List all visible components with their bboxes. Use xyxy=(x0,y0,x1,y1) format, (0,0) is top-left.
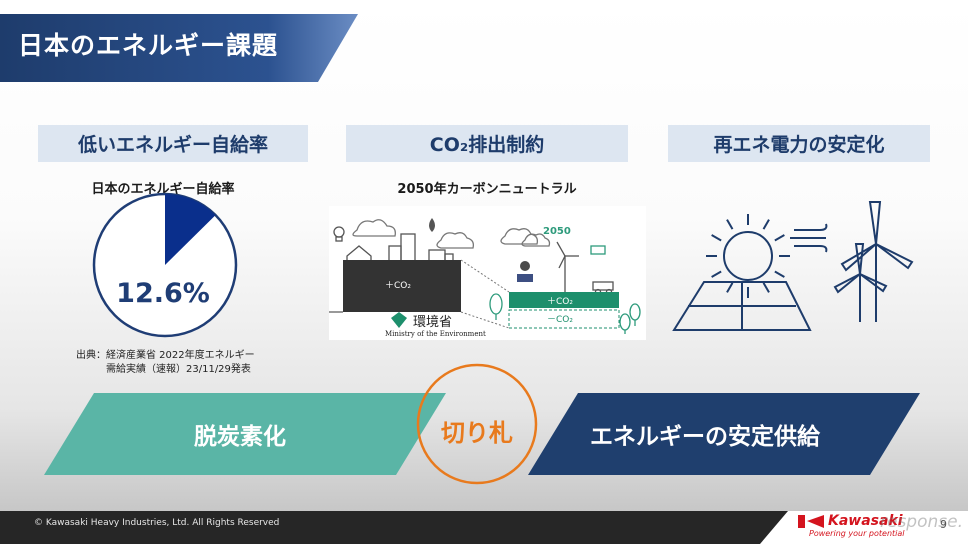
ministry-name-en: Ministry of the Environment xyxy=(385,330,486,338)
ministry-name-jp: 環境省 xyxy=(413,315,452,330)
page-title: 日本のエネルギー課題 xyxy=(18,31,279,60)
ministry-logo-icon xyxy=(391,312,407,328)
decarbonization-band xyxy=(44,393,446,475)
battery-icon xyxy=(590,245,606,255)
sun-ray xyxy=(762,282,770,293)
key-circle xyxy=(416,363,538,485)
co2-heading: 2050年カーボンニュートラル xyxy=(397,182,577,197)
decarbonization-label: 脱炭素化 xyxy=(194,424,286,450)
watermark: response. xyxy=(880,512,963,532)
pie-slice-0 xyxy=(165,194,216,265)
sun-ray xyxy=(774,234,785,242)
lightbulb-icon xyxy=(333,226,345,242)
energy-supply-label: エネルギーの安定供給 xyxy=(590,424,820,450)
tab-co2-limit: CO₂排出制約 xyxy=(346,125,628,162)
brand-name: Kawasaki xyxy=(828,513,903,529)
solar-panel-small-icon xyxy=(517,261,533,282)
chart-title: 日本のエネルギー自給率 xyxy=(91,182,235,197)
tab-self-sufficiency: 低いエネルギー自給率 xyxy=(38,125,308,162)
flame-icon xyxy=(429,218,435,232)
trump-card-label: 切り札 xyxy=(441,419,513,447)
green-block xyxy=(509,292,619,308)
plus-co2-left: ＋CO₂ xyxy=(385,280,411,291)
wind-icon xyxy=(790,223,828,253)
source-line-1: 出典：経済産業省 2022年度エネルギー xyxy=(76,350,255,361)
sun-ray xyxy=(726,219,734,230)
energy-supply-band xyxy=(528,393,920,475)
plus-co2-right: ＋CO₂ xyxy=(547,296,573,307)
year-2050: 2050 xyxy=(543,226,571,237)
page-number: 9 xyxy=(940,518,947,531)
self-sufficiency-pie-chart xyxy=(92,192,238,338)
renewables-illustration xyxy=(672,201,914,331)
sun-ray xyxy=(774,270,785,278)
cloud-icon xyxy=(352,219,551,249)
copyright-text: © Kawasaki Heavy Industries, Ltd. All Ri… xyxy=(34,518,280,528)
sun-ray xyxy=(726,282,734,293)
minus-co2: －CO₂ xyxy=(547,315,573,325)
tab-renewable-stability: 再エネ電力の安定化 xyxy=(668,125,930,162)
tree-icon xyxy=(489,293,641,334)
wind-turbine-icon xyxy=(833,201,914,322)
solar-panel-icon xyxy=(672,281,812,331)
kawasaki-logo-icon xyxy=(798,515,824,528)
turbine-small-icon xyxy=(556,241,579,292)
brand-tagline: Powering your potential xyxy=(809,529,905,538)
sun-ray xyxy=(711,270,722,278)
sun-ray xyxy=(711,234,722,242)
carbon-neutral-illustration: ＋CO₂ 2050 ＋CO₂ －CO₂ 環境省 Ministry of the … xyxy=(329,206,646,340)
offset-block xyxy=(508,309,620,329)
pie-slice-label: 12.6% xyxy=(116,278,210,309)
emission-block xyxy=(343,260,461,312)
source-line-2: 需給実績（速報）23/11/29発表 xyxy=(106,364,251,375)
data-source: 出典：経済産業省 2022年度エネルギー 需給実績（速報）23/11/29発表 xyxy=(76,349,296,377)
sun-icon xyxy=(706,214,790,298)
sun-ray xyxy=(762,219,770,230)
title-banner xyxy=(0,14,358,82)
